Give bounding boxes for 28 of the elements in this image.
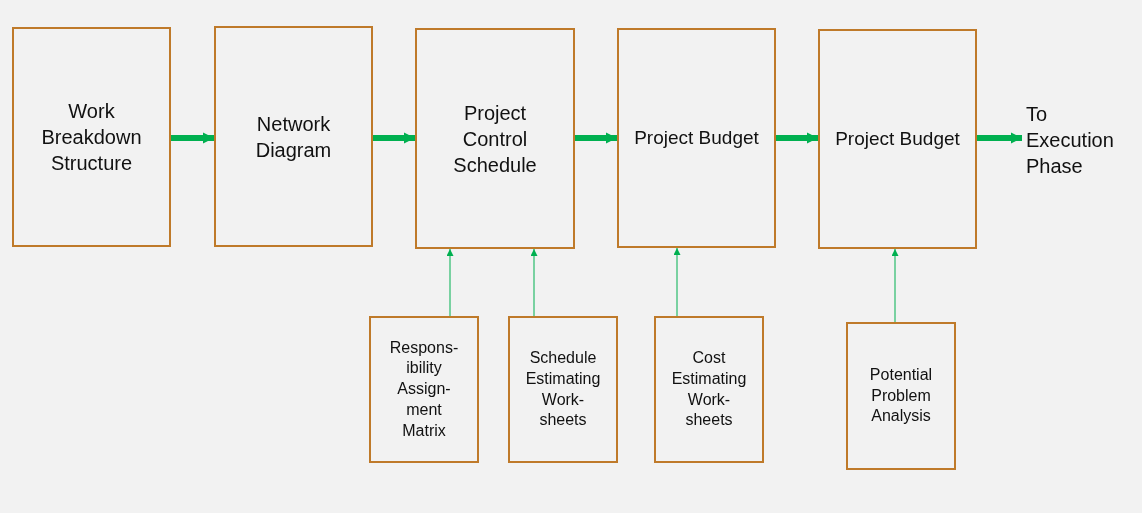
process-box <box>654 316 764 463</box>
arrow <box>575 132 617 144</box>
node-text: To Execution Phase <box>1026 102 1115 179</box>
arrow <box>171 132 214 144</box>
process-box <box>12 27 171 247</box>
process-box <box>818 29 977 249</box>
arrow <box>446 248 454 317</box>
node-text: Work Breakdown Structure <box>40 99 143 176</box>
arrow <box>530 248 538 317</box>
arrow <box>373 132 415 144</box>
process-box <box>415 28 575 249</box>
node-text: Project Budget <box>634 125 759 150</box>
process-box <box>214 26 373 247</box>
process-box <box>508 316 618 463</box>
process-box <box>369 316 479 463</box>
node-text: Project Control Schedule <box>452 100 538 178</box>
arrow <box>891 248 899 323</box>
node-text: Cost Estimating Work- sheets <box>671 347 747 431</box>
arrow <box>776 132 818 144</box>
arrow <box>977 132 1022 144</box>
node-text: Respons- ibility Assign- ment Matrix <box>389 337 459 441</box>
arrow <box>673 247 681 317</box>
node-text: Potential Problem Analysis <box>868 364 934 427</box>
node-text: Project Budget <box>835 126 960 151</box>
process-box <box>846 322 956 470</box>
node-text: Schedule Estimating Work- sheets <box>524 347 602 431</box>
process-box <box>617 28 776 248</box>
node-text: Network Diagram <box>254 111 333 163</box>
